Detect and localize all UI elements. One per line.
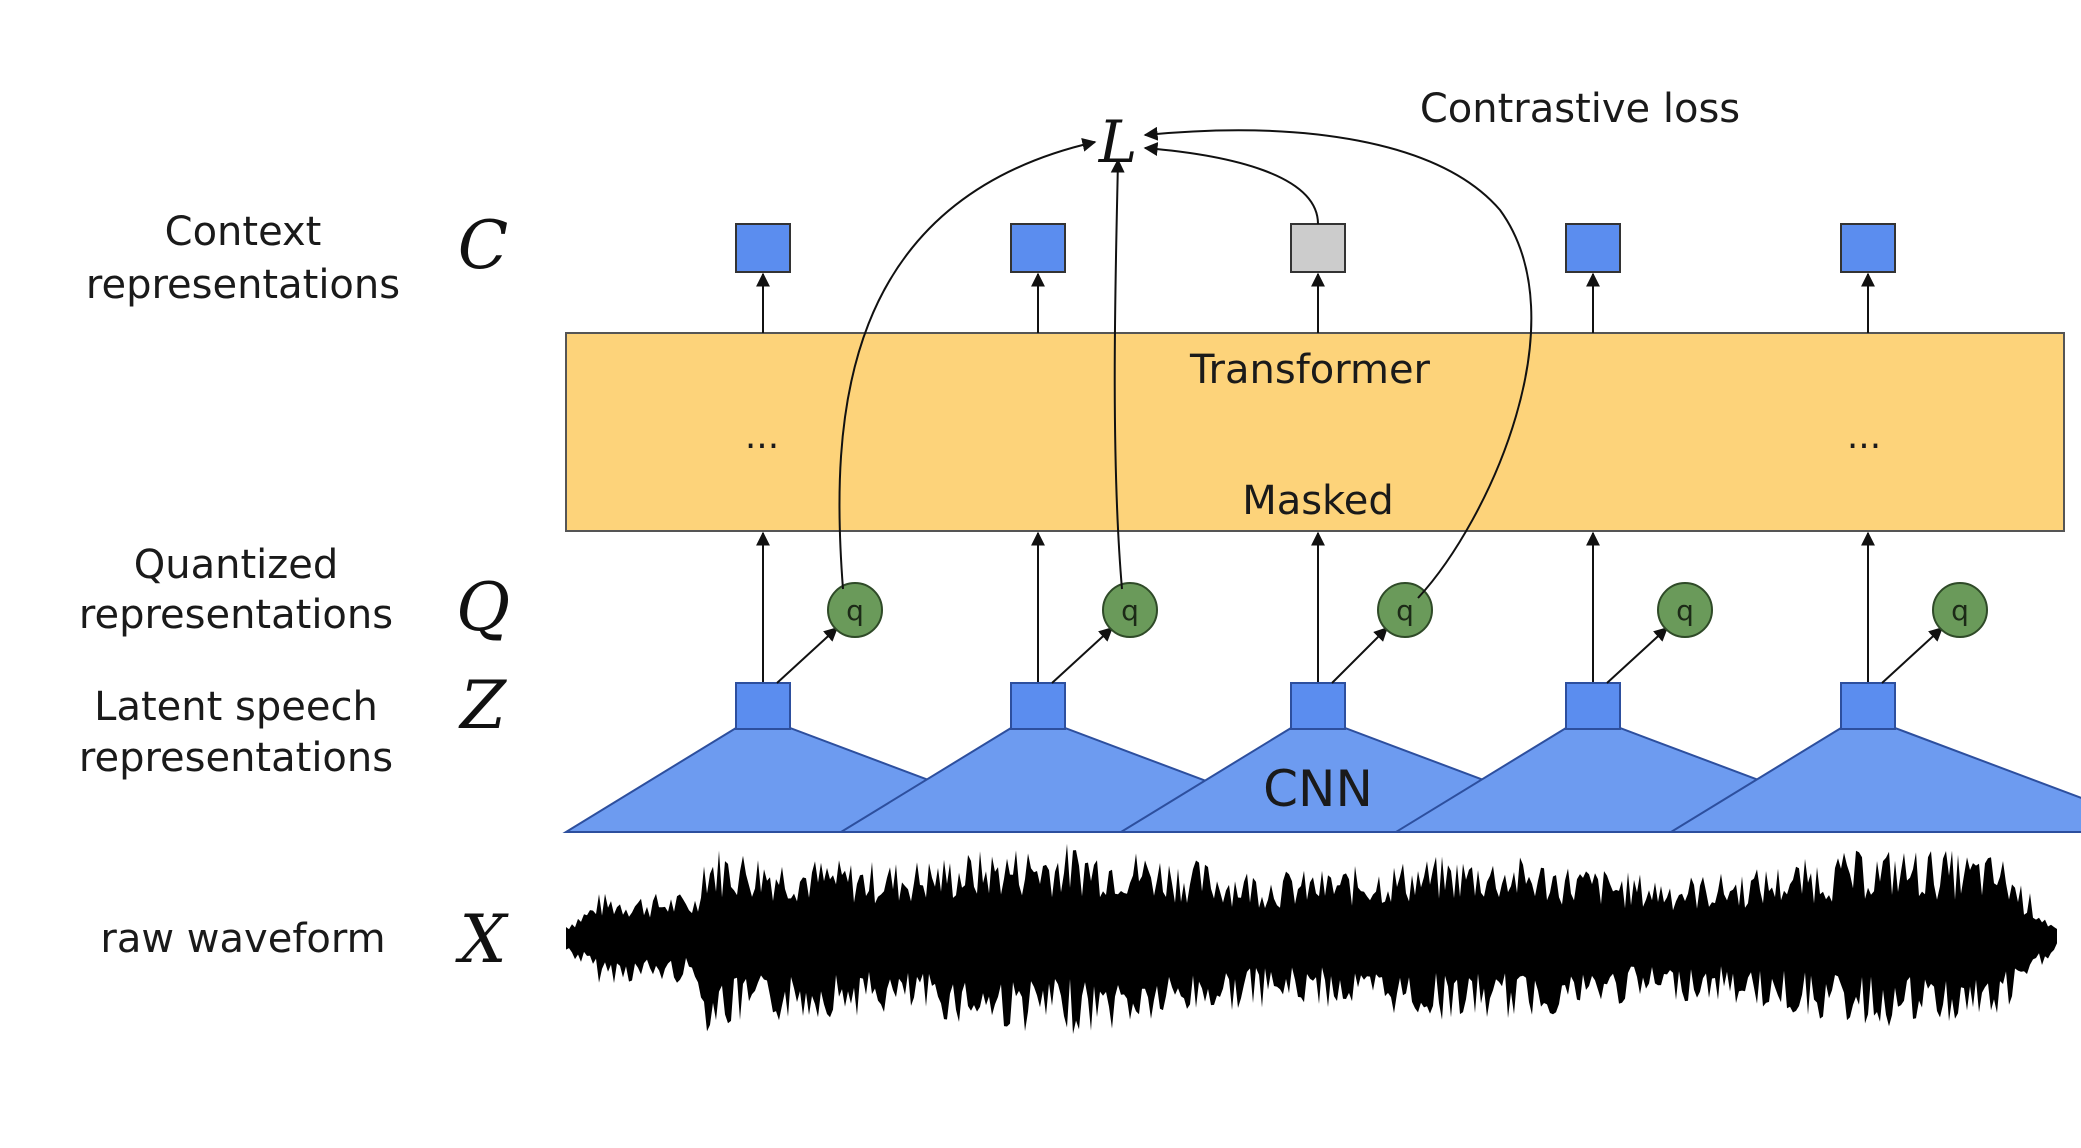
loss-curve-q3 [1143,126,1533,599]
cnn-encoder [562,727,2081,833]
arrow-latent-to-quantizer-4 [1606,627,1669,684]
quantizer-label-2: q [1121,594,1139,627]
arrow-latent-to-quantizer-5 [1881,627,1944,684]
quantizer-label-5: q [1951,594,1969,627]
latent-label-line2: representations [79,735,393,781]
loss-connections [838,126,1533,599]
row-label-context: Context representations [86,209,400,308]
context-box-masked [1290,223,1346,273]
latent-symbol: Z [458,667,507,744]
quantizer-5 [1932,582,1988,638]
context-label-line1: Context [165,209,322,255]
loss-curve-q2 [1110,158,1125,590]
quantizer-label-3: q [1396,594,1414,627]
quantizer-label-1: q [846,594,864,627]
arrow-latent-to-quantizer-1 [776,627,839,684]
transformer-block [565,332,2065,532]
quantizer-4 [1657,582,1713,638]
latent-box-3 [1290,682,1346,730]
context-box-4 [1565,223,1621,273]
context-box-2 [1010,223,1066,273]
latent-box-1 [735,682,791,730]
quantizer-label-4: q [1676,594,1694,627]
quantized-symbol: Q [456,569,510,646]
quantized-label-line2: representations [79,592,393,638]
context-box-1 [735,223,791,273]
quantizer-2 [1102,582,1158,638]
waveform-symbol: X [455,901,510,978]
arrow-latent-to-quantizer-2 [1051,627,1114,684]
contrastive-loss-label: Contrastive loss [1420,86,1740,132]
latent-label-line1: Latent speech [94,684,378,730]
quantizer-1 [827,582,883,638]
masked-label: Masked [1242,478,1394,524]
latent-box-2 [1010,682,1066,730]
loss-curve-q1 [838,137,1097,590]
context-symbol: C [458,207,509,284]
context-label-line2: representations [86,262,400,308]
latent-box-4 [1565,682,1621,730]
context-box-5 [1840,223,1896,273]
arrow-latent-to-quantizer-3 [1331,627,1388,684]
latent-box-5 [1840,682,1896,730]
loss-curve-context-masked [1143,142,1319,225]
waveform-label: raw waveform [100,916,385,962]
ellipsis-left: ... [745,416,779,457]
cnn-label: CNN [1263,760,1373,818]
raw-waveform [566,843,2057,1035]
ellipsis-right: ... [1847,416,1881,457]
row-label-quantized: Quantized representations [79,542,393,638]
transformer-label: Transformer [1189,347,1431,393]
row-label-latent: Latent speech representations [79,684,393,781]
quantized-label-line1: Quantized [134,542,339,588]
